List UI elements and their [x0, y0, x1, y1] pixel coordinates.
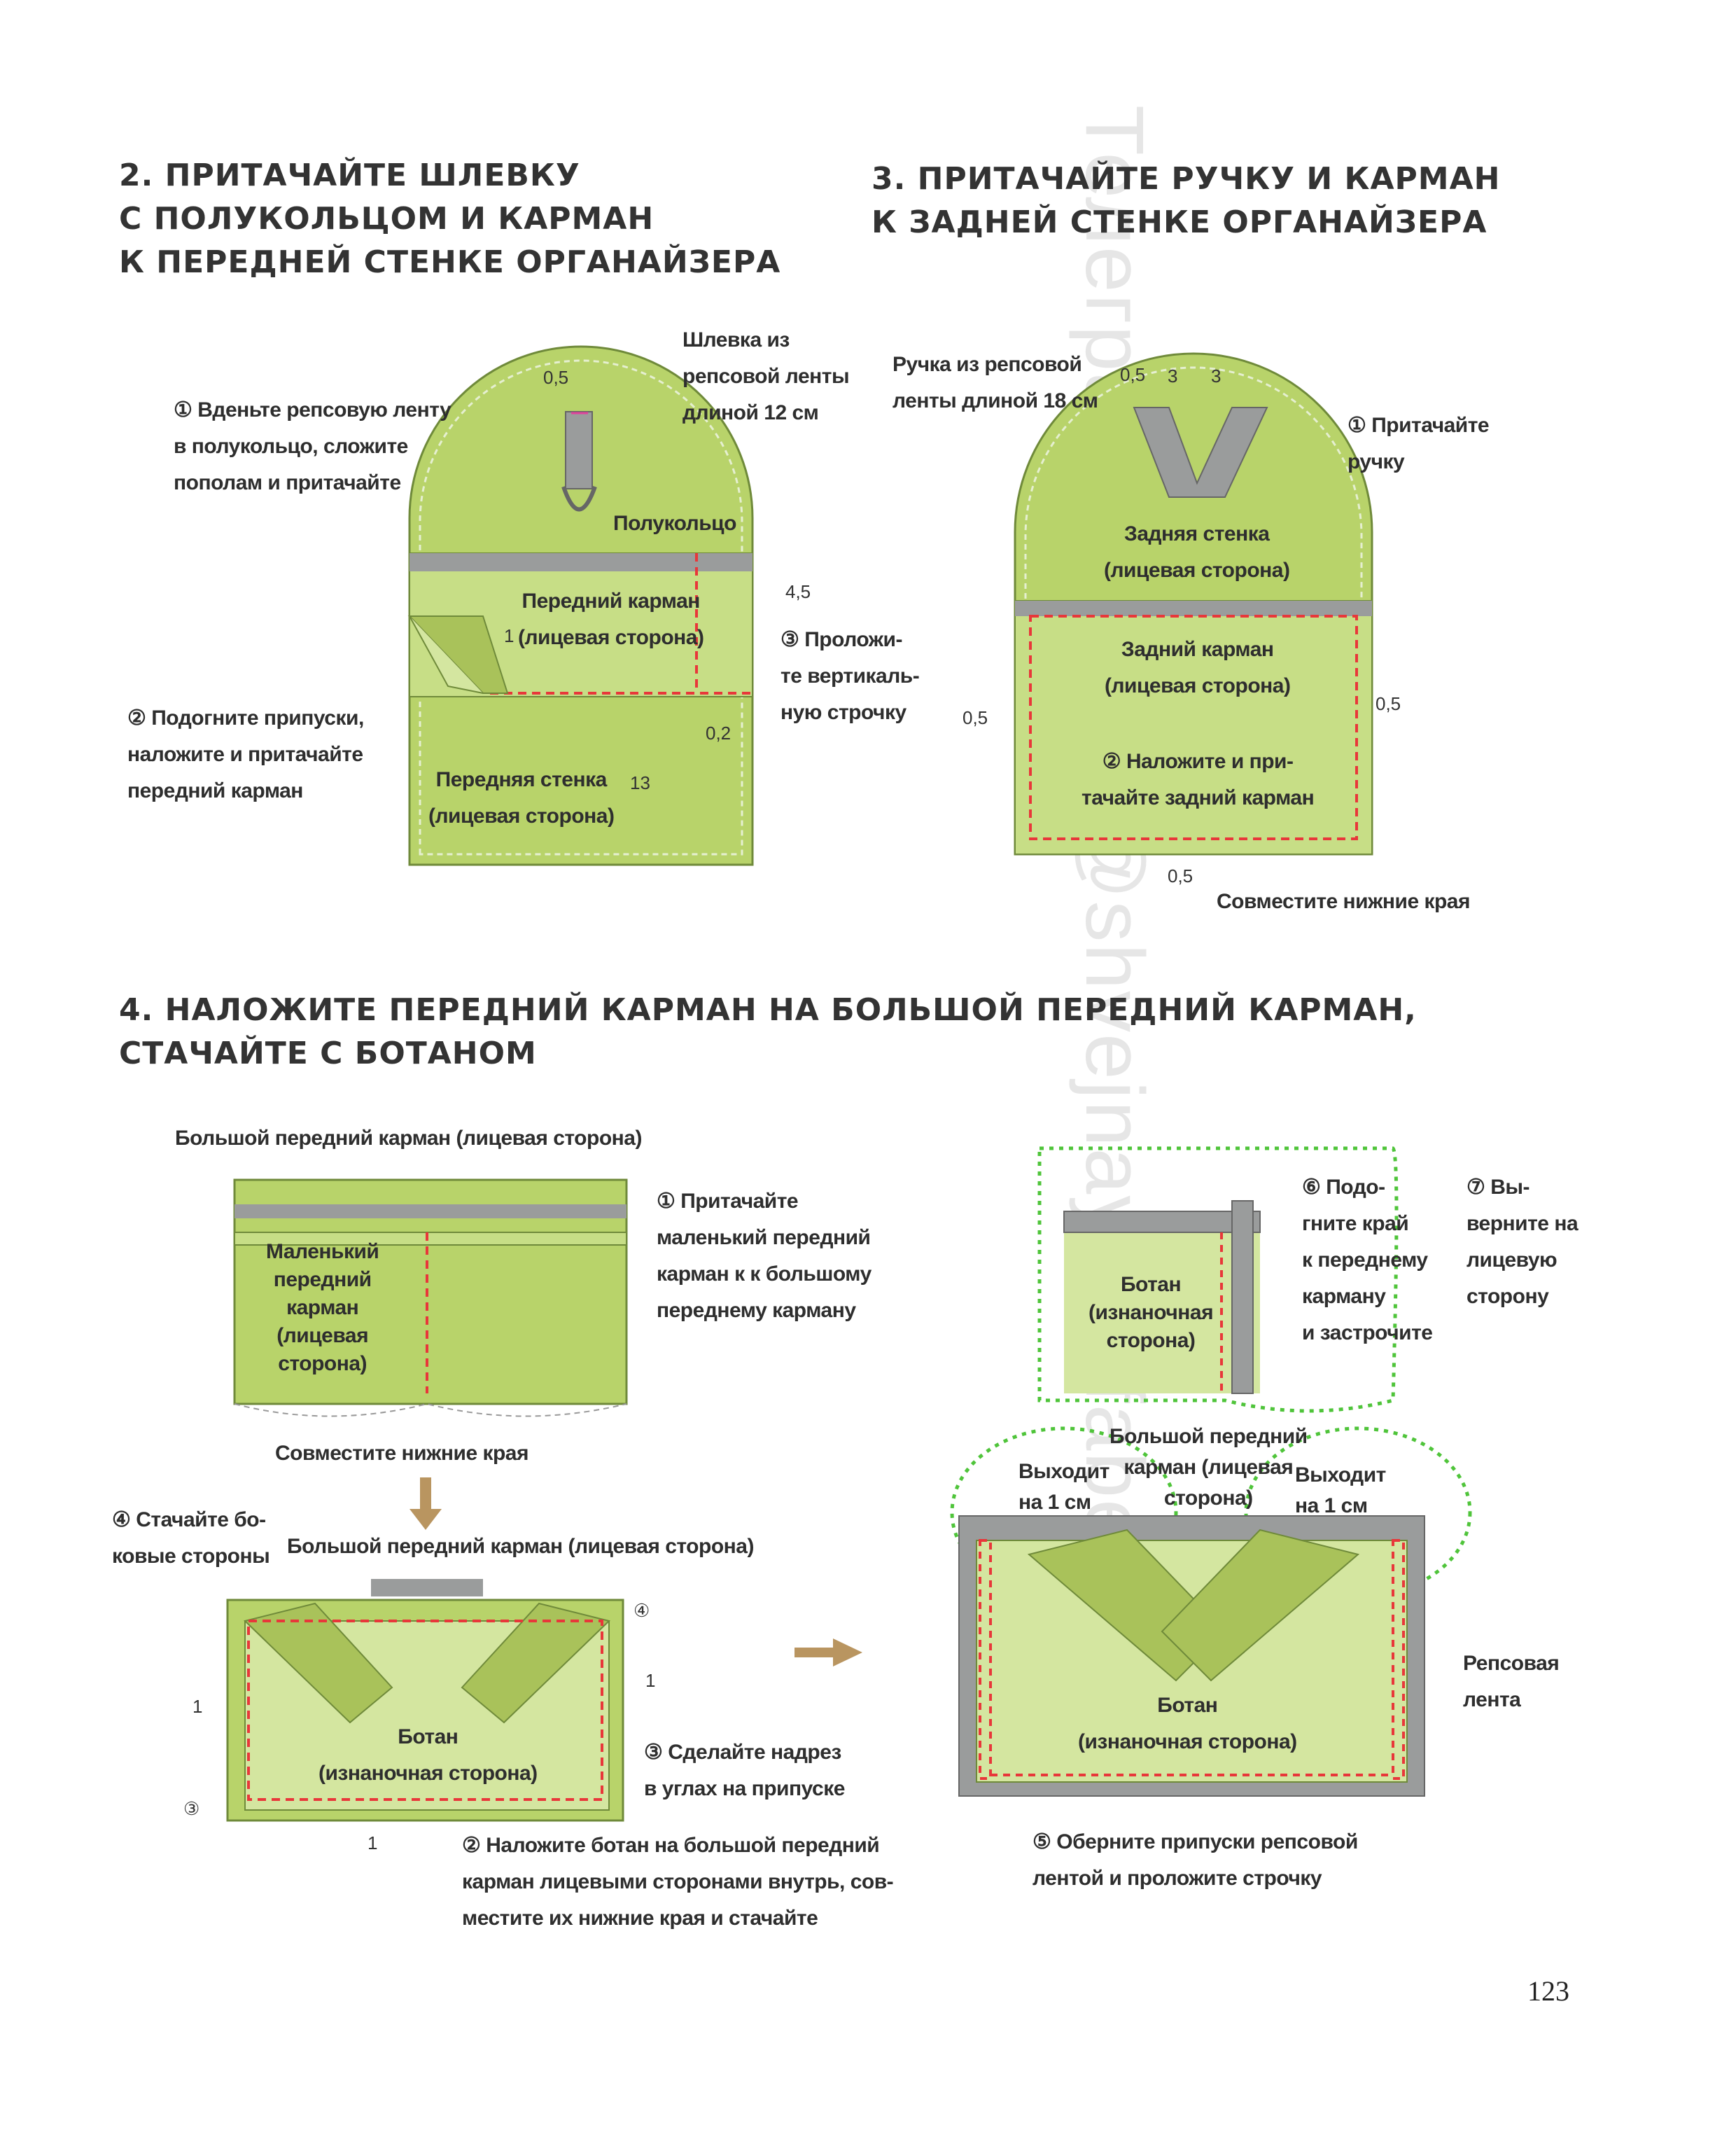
- step4-note4: ④ Стачайте бо-ковые стороны: [112, 1508, 270, 1568]
- step2-front-wall-label: Передняя стенка(лицевая сторона): [428, 768, 615, 828]
- step4-lining-right: Ботан(изнаночная сторона): [1078, 1694, 1297, 1753]
- step4-big-pocket: [233, 1178, 628, 1417]
- step2-dim-fold: 1: [504, 625, 514, 646]
- step2-note3: ③ Проложи-те вертикаль-ную строчку: [780, 628, 920, 724]
- step3-dim-right: 0,5: [1376, 693, 1401, 714]
- step3-dim-bottom: 0,5: [1168, 865, 1194, 886]
- step4-dim-d3: 1: [368, 1832, 378, 1853]
- step4-dim-d2: 1: [645, 1670, 656, 1691]
- step3-dim-left: 0,5: [962, 707, 988, 728]
- step4-big-pocket-mid: Большой передний карман (лицевая сторона…: [287, 1535, 754, 1558]
- step3-dim-b: 3: [1168, 366, 1178, 387]
- step4-dim-c3: ③: [183, 1798, 200, 1819]
- step3-back-wall: [1014, 352, 1373, 856]
- step4-final-assembly: [950, 1426, 1472, 1797]
- step2-dim-gap: 0,2: [706, 723, 732, 744]
- step3-align-label: Совместите нижние края: [1217, 890, 1471, 913]
- step4-lining-label: Ботан(изнаночная сторона): [318, 1725, 538, 1785]
- step2-ring-label: Полукольцо: [613, 512, 736, 535]
- step4-title: 4. НАЛОЖИТЕ ПЕРЕДНИЙ КАРМАН НА БОЛЬШОЙ П…: [119, 992, 1417, 1071]
- step2-note2: ② Подогните припуски,наложите и притачай…: [127, 706, 364, 802]
- step2-front-pocket: Передний карман(лицевая сторона): [518, 590, 704, 649]
- step4-dim-d1: 1: [192, 1696, 203, 1717]
- step3-back-wall-label: Задняя стенка(лицевая сторона): [1104, 522, 1290, 582]
- step2-front-wall: [407, 345, 754, 866]
- step4-align-label: Совместите нижние края: [275, 1442, 529, 1465]
- step4-dim-c4: ④: [634, 1600, 650, 1621]
- step4-big-pocket-top: Большой передний карман (лицевая сторона…: [175, 1127, 642, 1150]
- step3-dim-a: 0,5: [1120, 364, 1146, 385]
- page-number: 123: [1527, 1975, 1569, 2007]
- step3-note2: ② Наложите и при-тачайте задний карман: [1082, 750, 1315, 809]
- step2-dim-pocket-edge: 4,5: [785, 581, 811, 602]
- step3-dim-c: 3: [1211, 366, 1222, 387]
- down-arrow-icon: [410, 1477, 442, 1530]
- step4-inset: [1037, 1146, 1399, 1413]
- right-arrow-icon: [794, 1638, 862, 1666]
- step4-lining-assembly: [226, 1579, 624, 1822]
- step2-dim-height: 13: [630, 772, 650, 793]
- step2-dim-top: 0,5: [543, 367, 569, 388]
- step3-back-pocket-label: Задний карман(лицевая сторона): [1105, 638, 1291, 697]
